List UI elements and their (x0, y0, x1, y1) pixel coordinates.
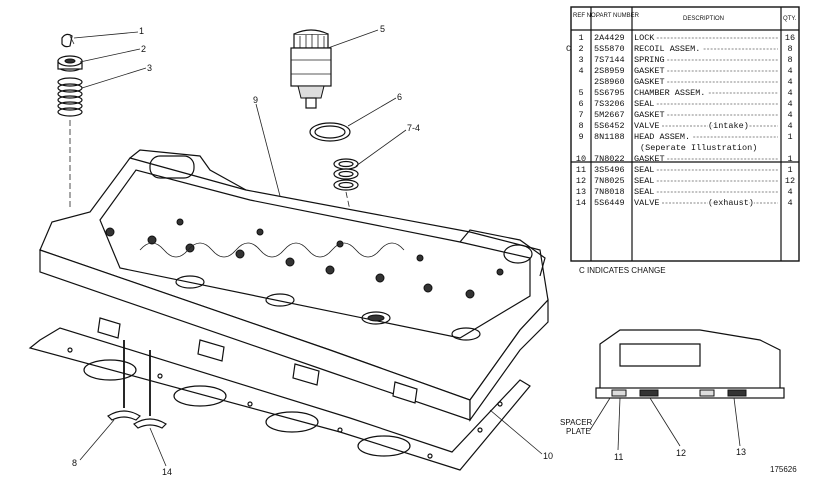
row-qty: 1 (787, 165, 792, 175)
row-qty: 4 (787, 77, 792, 87)
table-header-qty: QTY. (783, 16, 797, 22)
row-description: GASKET (634, 110, 665, 120)
row-ref: 1 (578, 33, 583, 43)
row-description: LOCK (634, 33, 655, 43)
row-ref: 3 (578, 55, 583, 65)
row-qty: 4 (787, 99, 792, 109)
row-ref: 14 (576, 198, 586, 208)
row-qty: 8 (787, 55, 792, 65)
row-part-number: 5S6452 (594, 121, 625, 131)
row-ref: 6 (578, 99, 583, 109)
row-qty: 16 (785, 33, 795, 43)
row-part-number: 2S8959 (594, 66, 625, 76)
row-ref: 12 (576, 176, 586, 186)
row-part-number: 7N8018 (594, 187, 625, 197)
row-part-number: 8N1188 (594, 132, 625, 142)
row-ref: 7 (578, 110, 583, 120)
row-ref: 9 (578, 132, 583, 142)
row-ref: 10 (576, 154, 586, 164)
callout-11: 11 (614, 452, 623, 462)
row-part-number: 3S5496 (594, 165, 625, 175)
callout-3: 3 (147, 63, 152, 73)
row-qty: 1 (787, 132, 792, 142)
row-qty: 4 (787, 121, 792, 131)
callout-5: 5 (380, 24, 385, 34)
row-description: RECOIL ASSEM. (634, 44, 700, 54)
seal-rings-icon (333, 158, 359, 191)
callout-13: 13 (736, 447, 746, 457)
row-ref: 13 (576, 187, 586, 197)
row-description: GASKET (634, 154, 665, 164)
row-part-number: 2A4429 (594, 33, 625, 43)
chamber-stack: 5 6 7-4 (290, 24, 420, 321)
change-mark: C (566, 44, 571, 54)
lock-part-icon (61, 33, 73, 48)
row-part-number: 5S5870 (594, 44, 625, 54)
change-note: C INDICATES CHANGE (579, 266, 666, 275)
row-description: HEAD ASSEM. (634, 132, 690, 142)
row-qty: 12 (785, 176, 795, 186)
row-part-number: 7N8025 (594, 176, 625, 186)
row-qty: 4 (787, 88, 792, 98)
row-description: GASKET (634, 77, 665, 87)
row-subnote: (Seperate Illustration) (640, 143, 757, 153)
valve-spring-stack: 1 2 3 (57, 26, 152, 210)
row-description: SEAL (634, 165, 654, 175)
row-part-number: 7N8022 (594, 154, 625, 164)
row-qty: 4 (787, 66, 792, 76)
row-ref: 11 (576, 165, 586, 175)
table-header-ref: REF NO. (573, 13, 598, 19)
spacer-plate-inset: SPACER PLATE 11 12 13 (560, 329, 785, 462)
chamber-gasket-icon (309, 122, 351, 142)
callout-9: 9 (253, 95, 258, 105)
row-qty: 4 (787, 110, 792, 120)
table-header-desc: DESCRIPTION (683, 16, 724, 22)
row-part-number: 2S8960 (594, 77, 625, 87)
callout-7-4: 7-4 (407, 123, 420, 133)
callout-12: 12 (676, 448, 686, 458)
spring-icon (57, 77, 83, 117)
row-part-number: 5S6795 (594, 88, 625, 98)
callout-2: 2 (141, 44, 146, 54)
callout-10: 10 (543, 451, 553, 461)
callout-14: 14 (162, 467, 172, 477)
row-description: SEAL (634, 187, 654, 197)
callout-1: 1 (139, 26, 144, 36)
row-description: SEAL (634, 99, 654, 109)
row-description: VALVE (634, 121, 660, 131)
row-ref: 5 (578, 88, 583, 98)
spacer-label-1: SPACER (560, 418, 593, 427)
row-ref: 2 (578, 44, 583, 54)
row-qty: 4 (787, 198, 792, 208)
callout-6: 6 (397, 92, 402, 102)
row-part-number: 7S3206 (594, 99, 625, 109)
row-qty: 8 (787, 44, 792, 54)
row-part-number: 5M2667 (594, 110, 625, 120)
figure-number: 175626 (770, 465, 797, 474)
parts-table: REF NO. PART NUMBER DESCRIPTION QTY. 1 2A… (566, 6, 800, 275)
row-part-number: 7S7144 (594, 55, 625, 65)
row-description: SPRING (634, 55, 665, 65)
head-gasket-icon: 10 (28, 327, 553, 471)
valves-icon: 8 14 (72, 340, 172, 477)
row-description: GASKET (634, 66, 665, 76)
row-ref: 8 (578, 121, 583, 131)
cylinder-head-icon: 9 (39, 95, 549, 422)
row-description: SEAL (634, 176, 654, 186)
row-description: VALVE (634, 198, 660, 208)
table-header-part: PART NUMBER (596, 13, 640, 19)
row-description: CHAMBER ASSEM. (634, 88, 705, 98)
row-note: (intake) (708, 121, 749, 131)
row-part-number: 5S6449 (594, 198, 625, 208)
spacer-label-2: PLATE (566, 427, 591, 436)
row-note: (exhaust) (708, 198, 754, 208)
callout-8: 8 (72, 458, 77, 468)
chamber-assem-icon (290, 29, 332, 109)
row-ref: 4 (578, 66, 583, 76)
row-qty: 1 (787, 154, 792, 164)
row-qty: 4 (787, 187, 792, 197)
